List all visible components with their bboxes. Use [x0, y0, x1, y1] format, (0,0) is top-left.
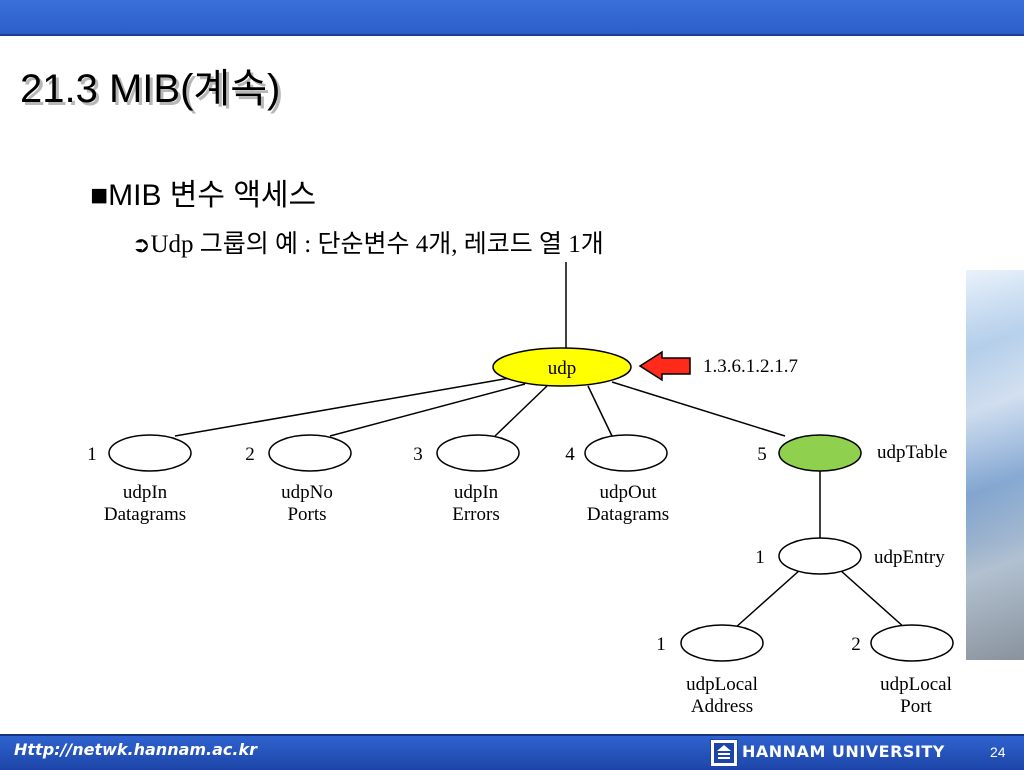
leaf-2-number: 2: [851, 634, 861, 655]
udp-oid: 1.3.6.1.2.1.7: [703, 356, 798, 377]
edge-entry-leaf-2: [839, 569, 906, 629]
udpInDatagrams-node: [108, 434, 192, 472]
tree-edges: [174, 262, 906, 629]
square-bullet-icon: ■: [90, 179, 109, 212]
edge-entry-leaf-1: [734, 569, 801, 629]
hannam-logo-icon: [710, 739, 738, 767]
child-1-label-line1: udpIn: [123, 482, 168, 503]
leaf-1-label-line2: Address: [691, 696, 753, 717]
child-1-label-line2: Datagrams: [104, 504, 186, 525]
bullet-sub-text: Udp 그룹의 예 : 단순변수 4개, 레코드 열 1개: [150, 231, 604, 258]
footer-bar: [0, 734, 1024, 770]
udpLocalAddress-node: [680, 624, 764, 662]
udpOutDatagrams-node: [584, 434, 668, 472]
child-3-number: 3: [413, 444, 423, 465]
child-3-label-line1: udpIn: [454, 482, 499, 503]
child-4-label-line2: Datagrams: [587, 504, 669, 525]
entry-label: udpEntry: [874, 547, 945, 568]
top-banner: [0, 0, 1024, 36]
child-4-number: 4: [565, 444, 575, 465]
leaf-1-label-line1: udpLocal: [686, 674, 758, 695]
edge-udp-1: [174, 377, 511, 437]
slide-title: 21.3 MIB(계속): [20, 67, 281, 111]
child-4-label-line1: udpOut: [600, 482, 658, 503]
leaf-2-label-line2: Port: [900, 696, 932, 717]
bullet-sub: ➲Udp 그룹의 예 : 단순변수 4개, 레코드 열 1개: [132, 224, 604, 260]
child-3-label-line2: Errors: [452, 504, 499, 525]
child-2-label-line1: udpNo: [281, 482, 333, 503]
udpInErrors-node: [436, 434, 520, 472]
edge-udp-2: [329, 383, 526, 437]
child-2-label-line2: Ports: [287, 504, 326, 525]
bullet-main-text: MIB 변수 액세스: [108, 179, 317, 212]
udpNoPorts-node: [268, 434, 352, 472]
child-1-number: 1: [87, 444, 97, 465]
university-name: HANNAM UNIVERSITY: [742, 742, 945, 761]
decorative-background-image: [966, 270, 1024, 660]
udpTable-node: [778, 434, 862, 472]
arrow-bullet-icon: ➲: [132, 233, 151, 258]
leaf-1-number: 1: [656, 634, 666, 655]
bullet-main: ■MIB 변수 액세스: [90, 170, 316, 214]
udp-node-label: udp: [548, 358, 577, 379]
udp-node: [492, 347, 632, 387]
edge-udp-4: [587, 385, 613, 437]
page-number: 24: [990, 744, 1006, 760]
table-number: 5: [757, 444, 767, 465]
edge-udp-5: [611, 381, 786, 437]
entry-number: 1: [755, 547, 765, 568]
edge-udp-3: [494, 385, 548, 437]
red-arrow-icon: [638, 350, 691, 382]
leaf-2-label-line1: udpLocal: [880, 674, 952, 695]
udpEntry-node: [778, 537, 862, 575]
table-label: udpTable: [877, 442, 947, 463]
footer-url-link[interactable]: Http://netwk.hannam.ac.kr: [14, 740, 258, 759]
udpLocalPort-node: [870, 624, 954, 662]
child-2-number: 2: [245, 444, 255, 465]
